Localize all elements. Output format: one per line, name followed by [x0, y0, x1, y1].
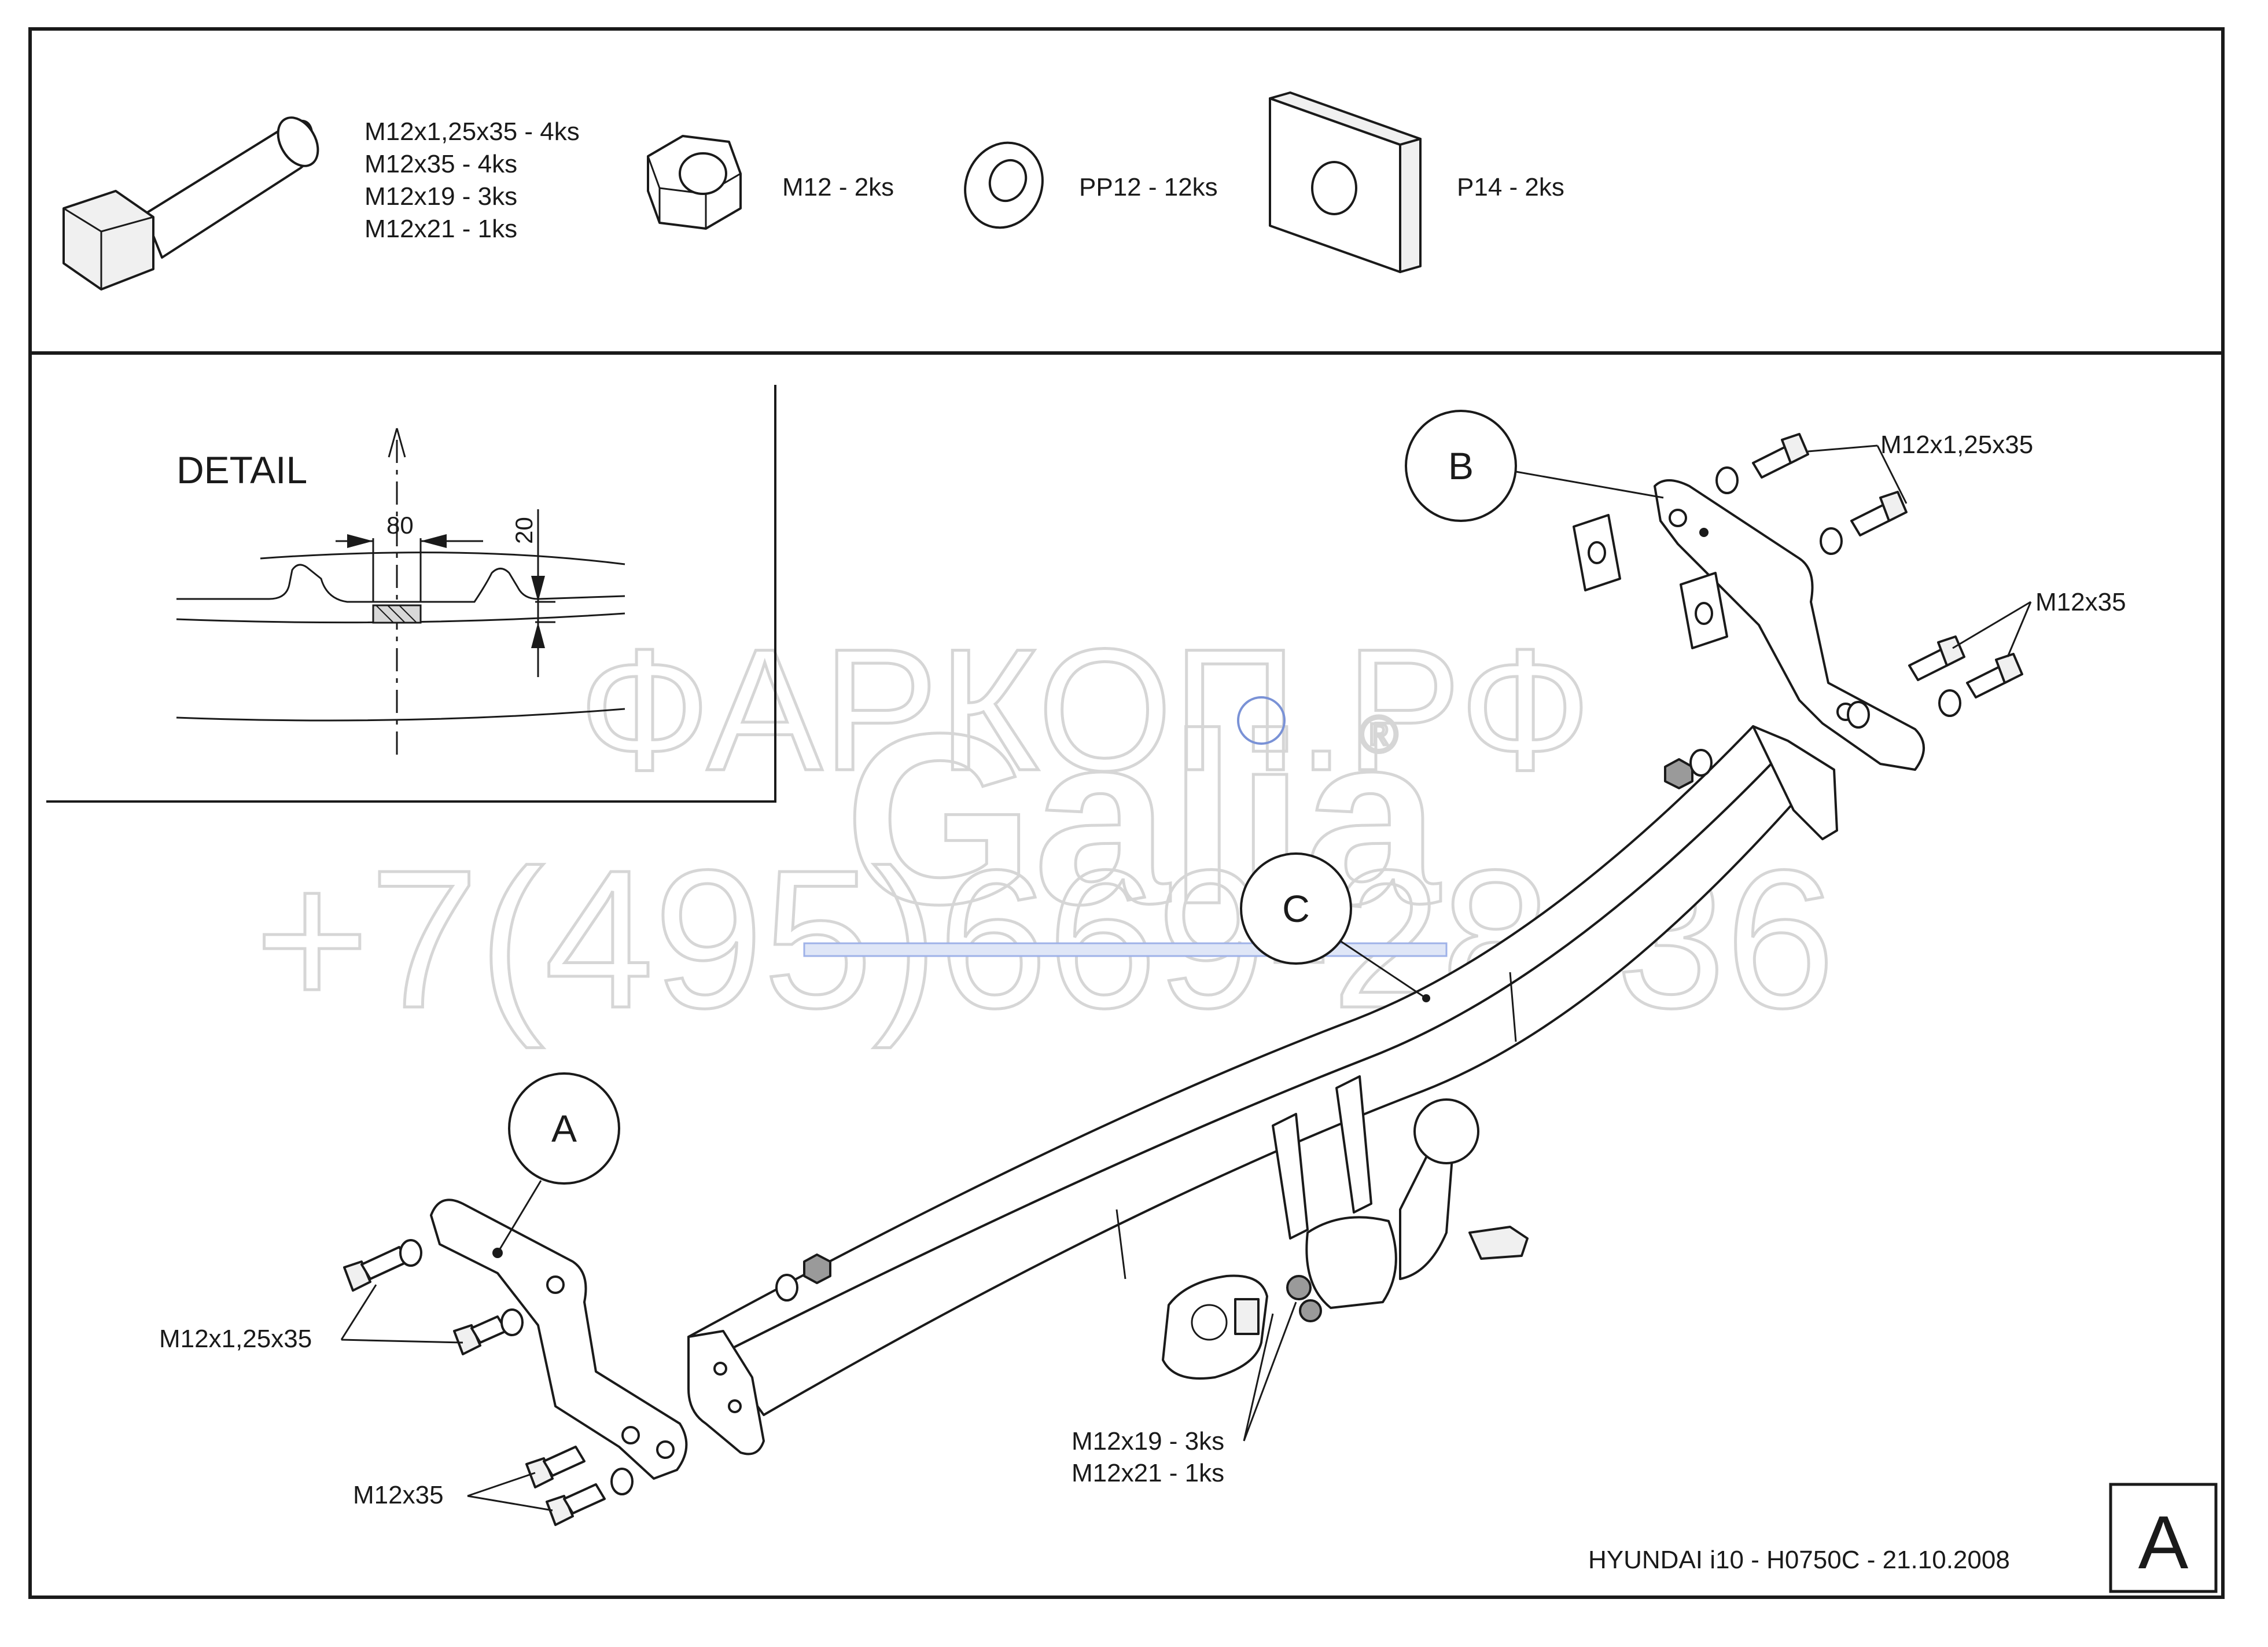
washer-c1 — [1689, 749, 1713, 777]
detail-frame-line — [260, 552, 625, 565]
washer-icon — [964, 141, 1044, 229]
callouts: B C A — [496, 410, 1664, 1253]
mount-bolt-2 — [1299, 1299, 1322, 1322]
washer-b3 — [1938, 689, 1961, 717]
callout-c: C — [1282, 887, 1310, 930]
bolt-sizes: M12x1,25x35 - 4ks M12x35 - 4ks M12x19 - … — [365, 117, 580, 243]
detail-inset: DETAIL 80 20 — [46, 385, 776, 803]
left-bracket — [430, 1199, 688, 1480]
bolt-icon — [62, 116, 319, 291]
detail-beam-bottom — [176, 708, 625, 722]
washer-a1 — [399, 1239, 422, 1267]
washer-a3 — [610, 1468, 634, 1495]
dim-arrow-down — [531, 622, 545, 648]
nut-icon — [647, 135, 742, 230]
label-a-top: M12x1,25x35 — [159, 1325, 312, 1353]
watermark-registered: ® — [1360, 706, 1398, 764]
label-b-lower: M12x35 — [2035, 588, 2126, 616]
bolt-size-2: M12x35 - 4ks — [365, 150, 517, 178]
detail-dim-horizontal: 80 — [386, 512, 414, 539]
right-end-plate — [1752, 725, 1838, 840]
tow-neck — [1305, 1216, 1397, 1309]
label-center-2: M12x21 - 1ks — [1072, 1459, 1224, 1487]
label-center-1: M12x19 - 3ks — [1072, 1427, 1224, 1455]
washer-b4 — [1847, 701, 1870, 729]
nut-size: M12 - 2ks — [782, 173, 894, 201]
parts-list: M12x1,25x35 - 4ks M12x35 - 4ks M12x19 - … — [62, 91, 1564, 291]
nut-c2 — [803, 1253, 831, 1284]
bolt-size-3: M12x19 - 3ks — [365, 182, 517, 211]
washer-c2 — [775, 1274, 798, 1302]
label-b-top: M12x1,25x35 — [1880, 431, 2033, 459]
tow-hook-lever — [1468, 1226, 1529, 1260]
sheet-frame — [28, 27, 2225, 1599]
tow-bar-assembly — [343, 433, 2023, 1526]
sheet-box — [2109, 1483, 2218, 1593]
callout-b: B — [1448, 444, 1474, 487]
right-bracket — [1654, 479, 1925, 771]
mount-plate-left — [1272, 1113, 1309, 1240]
callout-a-circle — [508, 1072, 620, 1185]
bolt-labels: M12x1,25x35 M12x35 M12x1,25x35 M12x35 M1… — [159, 431, 2126, 1512]
bolt-size-1: M12x1,25x35 - 4ks — [365, 117, 580, 146]
watermark-logo-ring — [1237, 696, 1286, 745]
detail-title: DETAIL — [176, 448, 307, 491]
washer-b1 — [1715, 466, 1739, 494]
washer-size: PP12 - 12ks — [1079, 173, 1218, 201]
plate-icon — [1269, 91, 1422, 273]
crossbar-welds — [1115, 972, 1517, 1280]
callout-a: A — [551, 1107, 577, 1150]
tow-arm — [1399, 1150, 1453, 1280]
washer-a2 — [500, 1308, 524, 1336]
dim-arrow-up — [531, 576, 545, 602]
mount-plate-right — [1335, 1075, 1372, 1214]
washer-b2 — [1820, 527, 1843, 555]
bolt-a3 — [543, 1446, 586, 1477]
label-a-lower: M12x35 — [353, 1481, 444, 1509]
socket-box — [1234, 1298, 1260, 1335]
dim-arrow-right — [421, 534, 447, 548]
plate-size: P14 - 2ks — [1457, 173, 1564, 201]
detail-direction-arrow — [388, 428, 406, 458]
sheet-letter: A — [2138, 1500, 2189, 1584]
mount-bolt-1 — [1286, 1275, 1312, 1300]
dim-arrow-left — [347, 534, 373, 548]
title-block: HYUNDAI i10 - H0750C - 21.10.2008 A — [1588, 1483, 2218, 1593]
bolt-a4 — [563, 1483, 606, 1514]
callout-c-circle — [1240, 852, 1352, 965]
watermark-site: ФАРКОП.РФ — [579, 612, 1591, 807]
watermark-logo-bar — [803, 942, 1448, 957]
bolt-size-4: M12x21 - 1ks — [365, 215, 517, 243]
left-end-plate — [687, 1330, 765, 1455]
drawing-caption: HYUNDAI i10 - H0750C - 21.10.2008 — [1588, 1546, 2010, 1574]
socket-hole — [1191, 1304, 1228, 1341]
callout-b-circle — [1405, 410, 1517, 522]
detail-bracket-profile — [176, 564, 625, 603]
detail-dim-vertical: 20 — [510, 517, 537, 544]
nut-c1 — [1664, 758, 1693, 789]
tow-ball — [1413, 1098, 1479, 1164]
detail-hatch — [375, 605, 417, 623]
